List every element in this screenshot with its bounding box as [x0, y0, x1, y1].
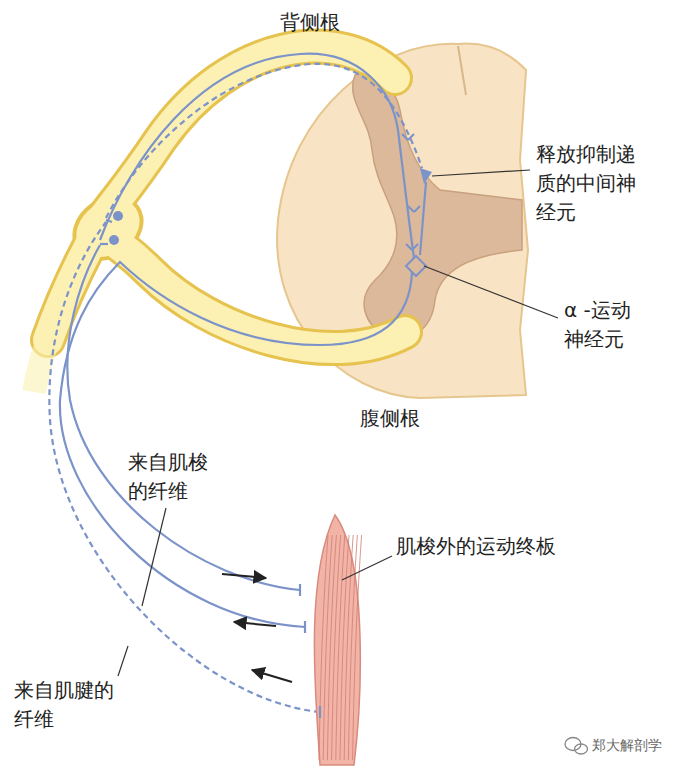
ganglion-cell — [109, 235, 119, 245]
motor-neuron — [406, 256, 426, 276]
direction-arrow — [222, 574, 292, 682]
gray-matter — [353, 74, 522, 338]
median-sulcus — [458, 46, 466, 95]
part-label: 肌梭外的运动终板 — [396, 532, 556, 561]
interneuron — [420, 168, 432, 184]
part-label: 背侧根 — [280, 8, 340, 37]
watermark-icon — [565, 738, 588, 755]
watermark: 郑大解剖学 — [592, 735, 662, 755]
ganglion-cell — [113, 211, 123, 221]
part-label: 来自肌梭 的纤维 — [128, 448, 220, 506]
leader-line — [118, 170, 558, 676]
nerve-roots — [48, 47, 405, 348]
part-label: 腹侧根 — [360, 404, 420, 433]
part-label: 释放抑制递 质的中间神 经元 — [536, 140, 644, 227]
part-label: α -运动 神经元 — [564, 296, 654, 354]
part-label: 来自肌腱的 纤维 — [14, 676, 122, 734]
nerve-fibers — [49, 54, 426, 712]
